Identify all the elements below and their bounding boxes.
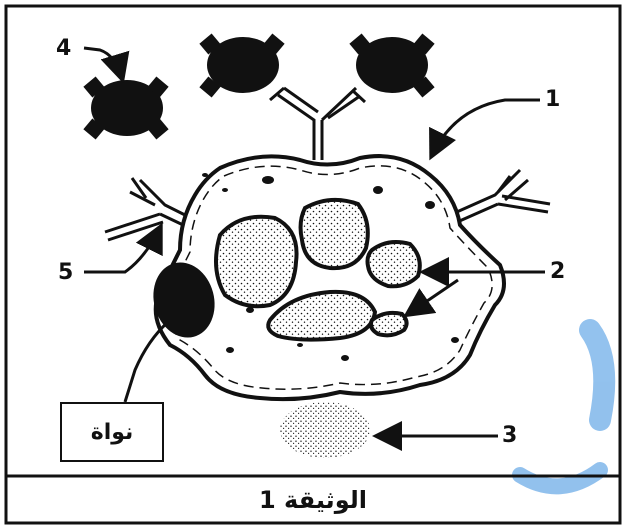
label-1: 1 bbox=[545, 89, 560, 111]
nucleus-label: نواة bbox=[91, 420, 134, 445]
label-4: 4 bbox=[56, 38, 71, 60]
label-3: 3 bbox=[502, 425, 517, 447]
secreted-antibodies bbox=[280, 402, 370, 458]
antigen-bound-left bbox=[199, 33, 284, 97]
watermark bbox=[520, 330, 604, 486]
label-2: 2 bbox=[550, 261, 565, 283]
antigen-free bbox=[83, 76, 168, 139]
antibody-top bbox=[270, 88, 365, 160]
nucleus-label-box: نواة bbox=[60, 402, 164, 462]
antibody-right bbox=[450, 170, 550, 223]
caption-text: الوثيقة 1 bbox=[259, 486, 367, 514]
label-5: 5 bbox=[58, 262, 73, 284]
antigen-bound-right bbox=[349, 33, 434, 97]
figure-caption: الوثيقة 1 bbox=[6, 476, 620, 523]
